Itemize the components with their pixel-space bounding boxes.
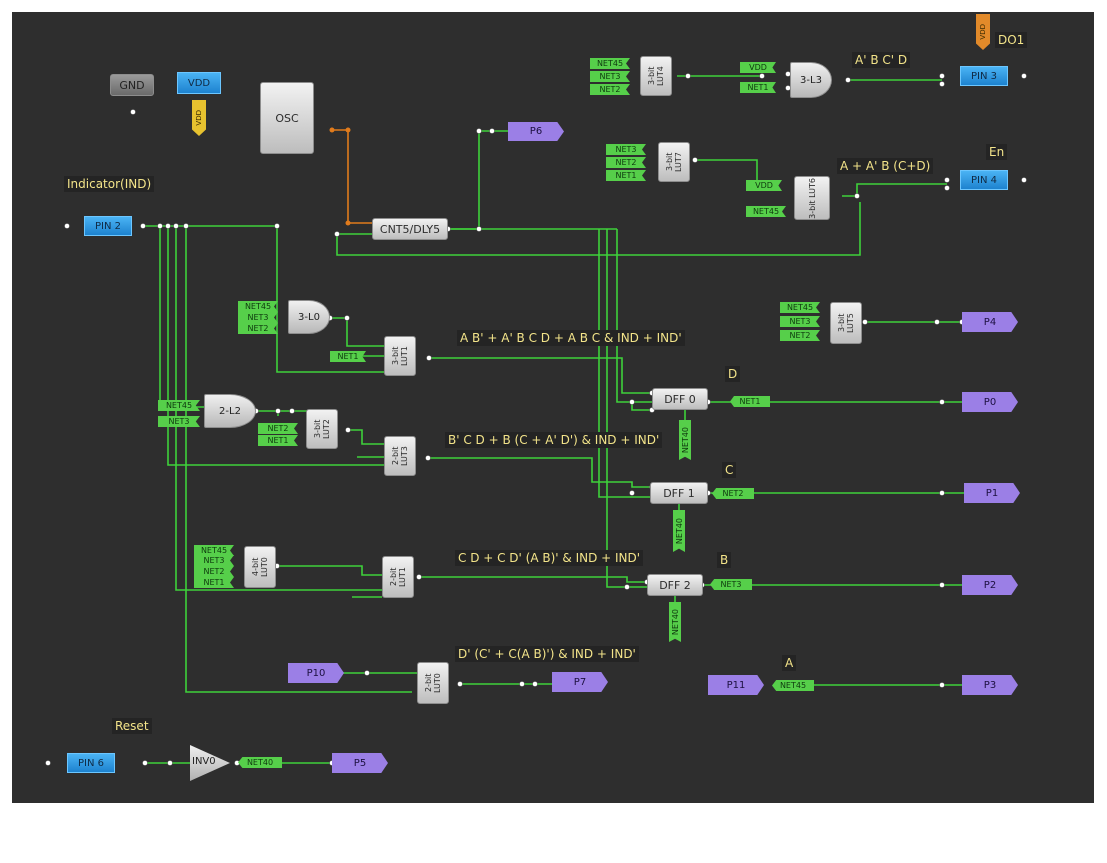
gnd-block[interactable]: GND bbox=[110, 74, 154, 96]
pin6[interactable]: PIN 6 bbox=[67, 753, 115, 773]
net-tag: NET3 bbox=[780, 316, 820, 327]
eq-lut3-label: B' C D + B (C + A' D') & IND + IND' bbox=[445, 432, 663, 448]
lut0b-block[interactable]: 2-bit LUT0 bbox=[417, 662, 449, 704]
pin3[interactable]: PIN 3 bbox=[960, 66, 1008, 86]
net-tag: NET3 bbox=[238, 312, 278, 323]
net-tag: NET45 bbox=[590, 58, 630, 69]
lut0a-block[interactable]: 4-bit LUT0 bbox=[244, 546, 276, 588]
net-tag-out: NET45 bbox=[772, 680, 814, 691]
eq-lut0-label: D' (C' + C(A B)') & IND + IND' bbox=[455, 646, 639, 662]
port-p7[interactable]: P7 bbox=[552, 672, 608, 692]
net-tag: NET1 bbox=[194, 577, 234, 588]
a-label: A bbox=[782, 655, 797, 671]
net-tag-out: NET2 bbox=[712, 488, 754, 499]
net-tag: NET45 bbox=[194, 545, 234, 556]
net-tag: NET2 bbox=[194, 566, 234, 577]
b-label: B bbox=[717, 552, 732, 568]
and-gate-2-l2[interactable]: 2-L2 bbox=[204, 394, 256, 428]
pin4[interactable]: PIN 4 bbox=[960, 170, 1008, 190]
dff2-block[interactable]: DFF 2 bbox=[647, 574, 703, 596]
net-tag: NET3 bbox=[590, 71, 630, 82]
lut4-block[interactable]: 3-bit LUT4 bbox=[640, 56, 672, 96]
dff1-block[interactable]: DFF 1 bbox=[650, 482, 708, 504]
net-tag: NET3 bbox=[194, 555, 234, 566]
lut7-block[interactable]: 3-bit LUT7 bbox=[658, 142, 690, 182]
en-label: En bbox=[986, 144, 1008, 160]
net-tag: NET45 bbox=[238, 301, 278, 312]
reset-label: Reset bbox=[112, 718, 152, 734]
eq-lut1-label: A B' + A' B C D + A B C & IND + IND' bbox=[457, 330, 685, 346]
port-p11[interactable]: P11 bbox=[708, 675, 764, 695]
eq-l3-label: A' B C' D bbox=[852, 52, 911, 68]
port-p1[interactable]: P1 bbox=[964, 483, 1020, 503]
port-p10[interactable]: P10 bbox=[288, 663, 344, 683]
net-tag: NET1 bbox=[606, 170, 646, 181]
net40-tag-dff0: NET40 bbox=[679, 420, 691, 460]
cnt5-dly5-block[interactable]: CNT5/DLY5 bbox=[372, 218, 448, 240]
eq-lut1b-label: C D + C D' (A B)' & IND + IND' bbox=[455, 550, 644, 566]
lut5-block[interactable]: 3-bit LUT5 bbox=[830, 302, 862, 344]
and-gate-3-l3[interactable]: 3-L3 bbox=[790, 62, 832, 98]
inverter-label: INV0 bbox=[192, 756, 216, 767]
net-tag: NET45 bbox=[158, 400, 200, 411]
net-tag: NET2 bbox=[238, 323, 278, 334]
net-tag: NET3 bbox=[606, 144, 646, 155]
dff0-block[interactable]: DFF 0 bbox=[652, 388, 708, 410]
net-tag: NET2 bbox=[258, 423, 298, 434]
and-gate-3-l0[interactable]: 3-L0 bbox=[288, 300, 330, 334]
net-tag: VDD bbox=[740, 62, 776, 73]
osc-block[interactable]: OSC bbox=[260, 82, 314, 154]
net-tag: NET1 bbox=[258, 435, 298, 446]
c-label: C bbox=[722, 462, 737, 478]
lut1b-block[interactable]: 2-bit LUT1 bbox=[382, 556, 414, 598]
net-tag-out: NET40 bbox=[238, 757, 282, 768]
port-p4[interactable]: P4 bbox=[962, 312, 1018, 332]
net-tag: NET45 bbox=[780, 302, 820, 313]
do1-label: DO1 bbox=[995, 32, 1028, 48]
net-tag: NET1 bbox=[330, 351, 366, 362]
net-tag: NET2 bbox=[606, 157, 646, 168]
net-tag: NET3 bbox=[158, 416, 200, 427]
indicator-label: Indicator(IND) bbox=[64, 176, 155, 192]
net-tag: NET45 bbox=[746, 206, 786, 217]
lut2-block[interactable]: 3-bit LUT2 bbox=[306, 409, 338, 449]
pin2[interactable]: PIN 2 bbox=[84, 216, 132, 236]
vdd-tag-do1: VDD bbox=[976, 14, 990, 50]
eq-l6-label: A + A' B (C+D) bbox=[837, 158, 934, 174]
lut6-block[interactable]: 3-bit LUT6 bbox=[794, 176, 830, 220]
port-p3[interactable]: P3 bbox=[962, 675, 1018, 695]
net-tag: NET2 bbox=[780, 330, 820, 341]
net40-tag-dff2: NET40 bbox=[669, 602, 681, 642]
port-p6[interactable]: P6 bbox=[508, 122, 564, 141]
lut1a-block[interactable]: 3-bit LUT1 bbox=[384, 336, 416, 376]
vdd-block[interactable]: VDD bbox=[177, 72, 221, 94]
net-tag-out: NET1 bbox=[730, 396, 770, 407]
port-p5[interactable]: P5 bbox=[332, 753, 388, 773]
vdd-tag: VDD bbox=[192, 100, 206, 136]
net-tag-out: NET3 bbox=[710, 579, 752, 590]
net-tag: NET1 bbox=[740, 82, 776, 93]
port-p2[interactable]: P2 bbox=[962, 575, 1018, 595]
net40-tag-dff1: NET40 bbox=[673, 510, 685, 552]
d-label: D bbox=[725, 366, 741, 382]
lut3-block[interactable]: 2-bit LUT3 bbox=[384, 436, 416, 476]
net-tag: VDD bbox=[746, 180, 782, 191]
port-p0[interactable]: P0 bbox=[962, 392, 1018, 412]
schematic-canvas: Indicator(IND) Reset DO1 En A' B C' D A … bbox=[12, 12, 1094, 803]
net-tag: NET2 bbox=[590, 84, 630, 95]
